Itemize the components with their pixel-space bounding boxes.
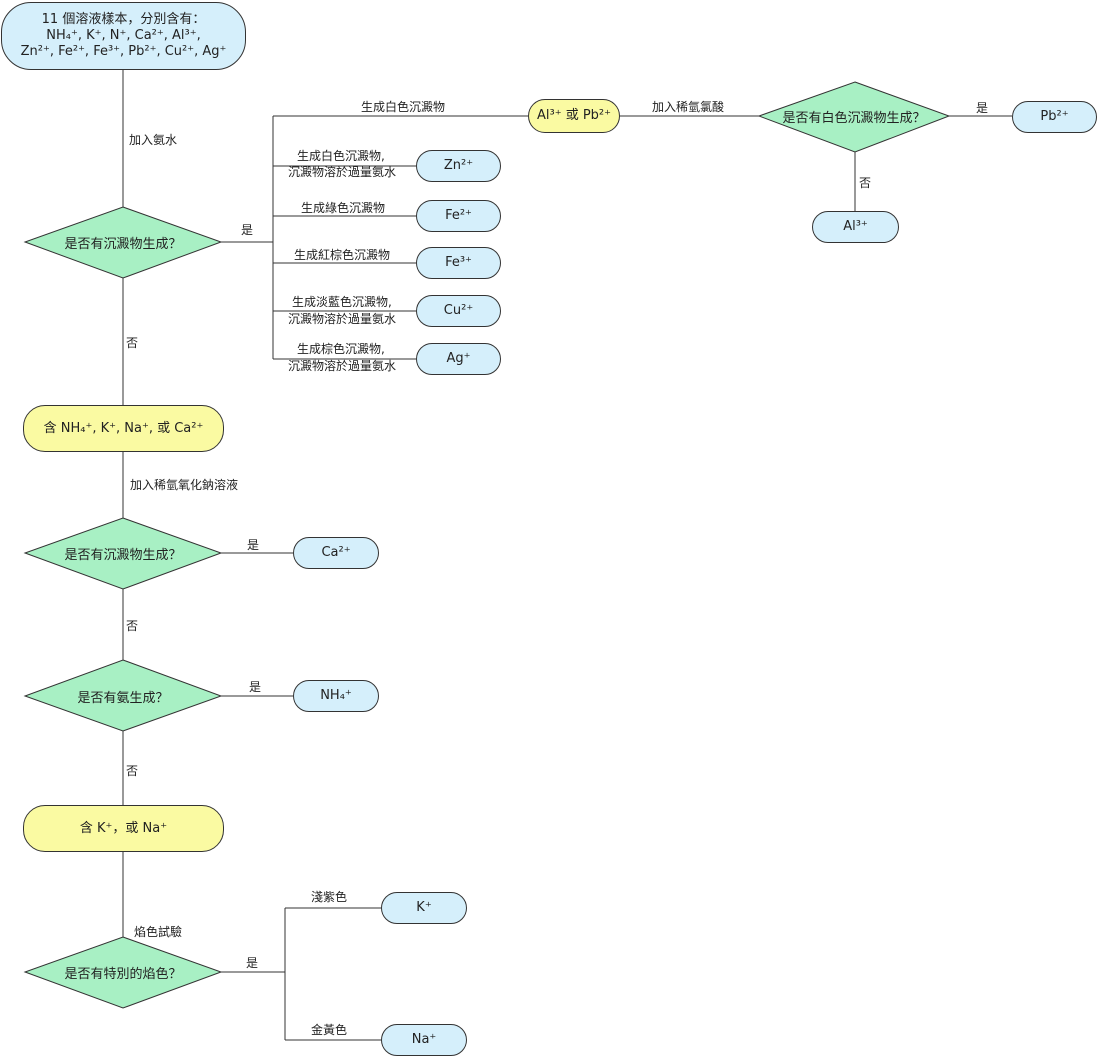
label-d5-yes: 是 [246, 956, 259, 970]
label-ag-1: 生成棕色沉澱物, [297, 342, 385, 356]
group-nh4-k-na-ca: 含 NH₄⁺, K⁺, Na⁺, 或 Ca²⁺ [23, 405, 224, 452]
label-zn-1: 生成白色沉澱物, [297, 149, 385, 163]
label-ag-2: 沉澱物溶於過量氨水 [288, 359, 397, 373]
start-line-1: 11 個溶液樣本，分別含有： [41, 12, 206, 27]
ion-al: Al³⁺ [812, 211, 899, 243]
decision-diamond [757, 81, 951, 153]
decision-diamond [23, 206, 223, 279]
label-golden-yellow: 金黃色 [311, 1023, 348, 1037]
decision-2-text: 是否有白色沉澱物生成？ [782, 110, 926, 126]
ion-fe3: Fe³⁺ [416, 247, 501, 279]
ion-ag: Ag⁺ [416, 343, 501, 375]
ion-zn: Zn²⁺ [416, 150, 501, 182]
decision-diamond [23, 936, 223, 1009]
ion-na: Na⁺ [381, 1024, 467, 1056]
ion-ca: Ca²⁺ [293, 537, 379, 569]
label-add-dilute-hcl: 加入稀氫氯酸 [652, 100, 725, 114]
ion-nh4: NH₄⁺ [293, 680, 379, 712]
label-lilac: 淺紫色 [311, 890, 348, 904]
label-d2-yes: 是 [976, 101, 989, 115]
label-cu-2: 沉澱物溶於過量氨水 [288, 312, 397, 326]
label-green-ppt: 生成綠色沉澱物 [301, 201, 386, 215]
decision-5-text: 是否有特別的焰色？ [64, 966, 182, 982]
label-d1-yes: 是 [241, 223, 254, 237]
label-add-ammonia: 加入氨水 [129, 133, 178, 147]
start-line-3: Zn²⁺, Fe²⁺, Fe³⁺, Pb²⁺, Cu²⁺, Ag⁺ [20, 44, 227, 59]
label-white-ppt: 生成白色沉澱物 [361, 100, 446, 114]
decision-1-text: 是否有沉澱物生成？ [64, 236, 182, 252]
label-zn-2: 沉澱物溶於過量氨水 [288, 165, 397, 179]
start-line-2: NH₄⁺, K⁺, N⁺, Ca²⁺, Al³⁺, [46, 28, 201, 43]
ion-pb: Pb²⁺ [1012, 101, 1097, 133]
label-add-dilute-naoh: 加入稀氫氧化鈉溶液 [130, 478, 239, 492]
label-flame-test: 焰色試驗 [134, 925, 183, 939]
start-node: 11 個溶液樣本，分別含有： NH₄⁺, K⁺, N⁺, Ca²⁺, Al³⁺,… [1, 2, 246, 70]
label-cu-1: 生成淡藍色沉澱物, [292, 295, 392, 309]
label-d2-no: 否 [859, 176, 872, 190]
label-d3-no: 否 [126, 619, 139, 633]
label-d1-no: 否 [126, 336, 139, 350]
group-al-pb: Al³⁺ 或 Pb²⁺ [528, 99, 620, 133]
decision-diamond [23, 659, 223, 732]
label-d3-yes: 是 [247, 538, 260, 552]
label-d4-yes: 是 [249, 680, 262, 694]
decision-4-text: 是否有氨生成？ [77, 690, 169, 706]
label-d4-no: 否 [126, 764, 139, 778]
ion-k: K⁺ [381, 892, 467, 924]
decision-diamond [23, 517, 223, 590]
ion-fe2: Fe²⁺ [416, 200, 501, 232]
ion-cu: Cu²⁺ [416, 295, 501, 327]
decision-3-text: 是否有沉澱物生成？ [64, 547, 182, 563]
group-k-na: 含 K⁺，或 Na⁺ [23, 805, 224, 852]
label-red-brown-ppt: 生成紅棕色沉澱物 [294, 248, 391, 262]
